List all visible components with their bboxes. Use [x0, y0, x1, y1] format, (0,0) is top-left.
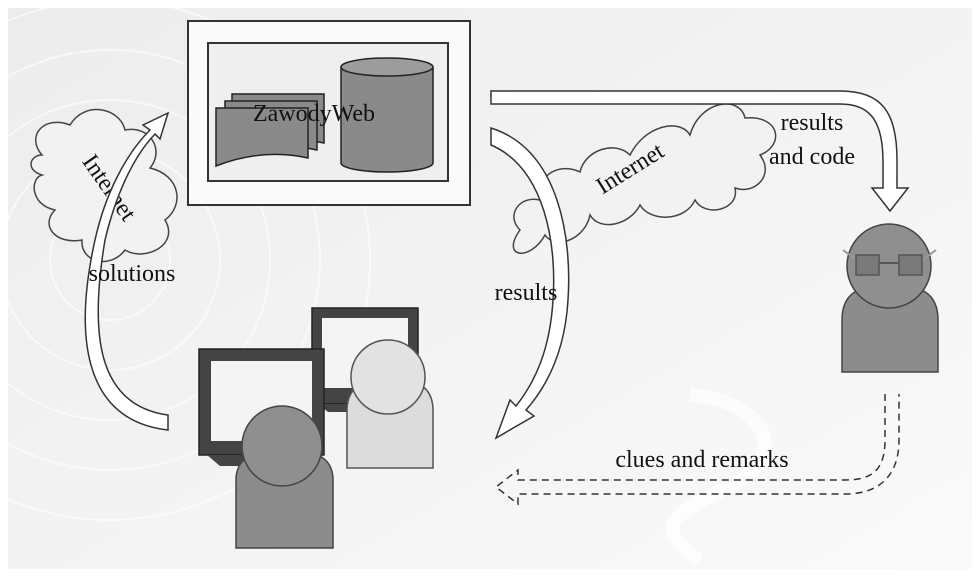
results-and-code-arrow	[490, 90, 910, 213]
judge-person-icon	[841, 223, 939, 373]
solutions-arrow	[84, 111, 170, 431]
background-rings	[0, 0, 371, 521]
results-label: results	[495, 280, 558, 306]
server-system: ZawodyWeb	[187, 20, 471, 206]
results-arrow	[490, 126, 570, 440]
results-and-code-label-line1: results	[781, 110, 844, 136]
clues-arrow	[494, 394, 900, 506]
database-icon	[340, 57, 434, 173]
documents-icon	[215, 93, 325, 168]
person-icon	[346, 339, 434, 469]
cloud-shape	[512, 103, 777, 254]
server-label: ZawodyWeb	[253, 101, 375, 127]
clues-label: clues and remarks	[615, 447, 788, 473]
contestants-group	[198, 307, 434, 549]
person-icon	[235, 405, 334, 549]
results-and-code-label-line2: and code	[769, 144, 855, 170]
solutions-label: solutions	[89, 261, 176, 287]
glasses-icon	[842, 249, 937, 276]
